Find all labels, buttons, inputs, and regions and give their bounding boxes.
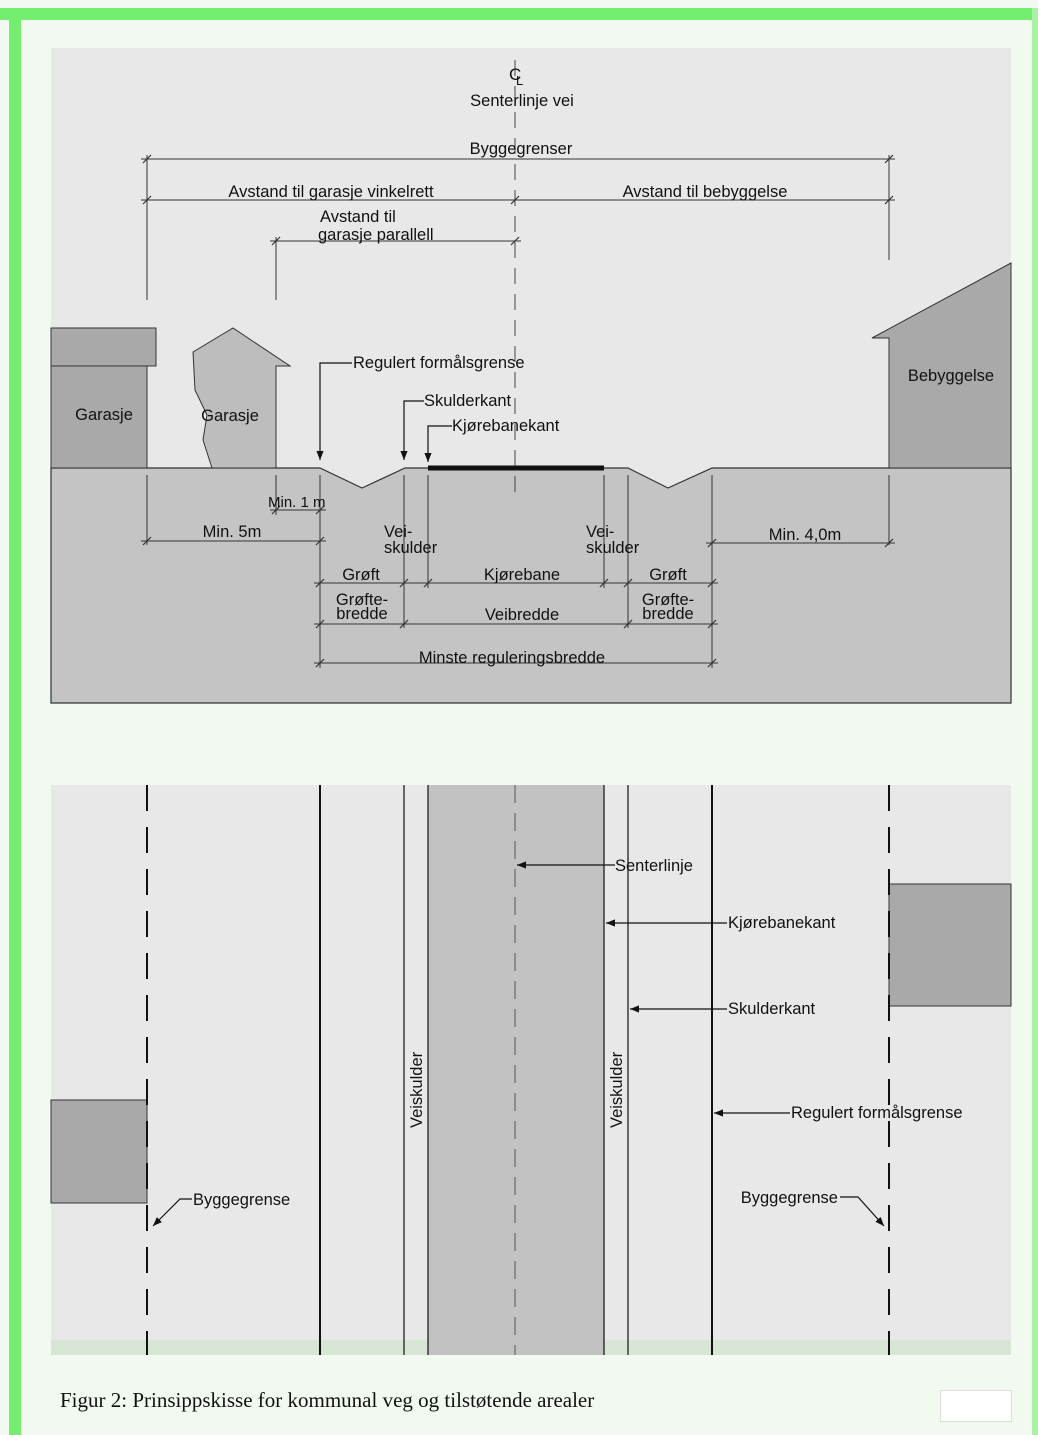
plan-lines [146, 785, 890, 1355]
avstand-parallell-label-1: Avstand til [320, 208, 396, 226]
min-5m-label: Min. 5m [203, 523, 262, 541]
garasje-left-label: Garasje [75, 406, 133, 424]
byggegrenser-label: Byggegrenser [470, 140, 573, 158]
bebyggelse-building [871, 262, 1012, 469]
veibredde-label: Veibredde [485, 606, 559, 624]
leader-kjorebanekant [424, 425, 452, 462]
veiskulder-right-label-2: skulder [586, 539, 640, 557]
green-border-left [9, 8, 21, 1435]
road-diagram: C L Senterlinje vei Byggegrenser Avstand… [50, 48, 1012, 1355]
extension-lines-lower [146, 475, 890, 668]
groftebredde-left-label-1: Grøfte- [336, 591, 388, 609]
plan-regulert-label: Regulert formålsgrense [791, 1104, 963, 1122]
dim-ticks-top [142, 154, 894, 246]
plan-senterlinje-label: Senterlinje [615, 857, 693, 875]
cross-section-panel: C L Senterlinje vei Byggegrenser Avstand… [50, 48, 1012, 704]
veiskulder-left-label-1: Vei- [384, 523, 412, 541]
min-4m-label: Min. 4,0m [769, 526, 841, 544]
plan-carriageway [428, 785, 604, 1355]
plan-veiskulder-right-label: Veiskulder [608, 1051, 626, 1128]
regulert-formalsgrense-label: Regulert formålsgrense [353, 354, 525, 372]
veiskulder-right-label-1: Vei- [586, 523, 614, 541]
bebyggelse-label: Bebyggelse [908, 367, 994, 385]
plan-skulderkant-label: Skulderkant [728, 1000, 816, 1018]
avstand-vinkelrett-label: Avstand til garasje vinkelrett [228, 183, 434, 201]
plan-byggegrense-left-label: Byggegrense [193, 1191, 290, 1209]
garasje-mid-label: Garasje [201, 407, 259, 425]
garage-left-roof [50, 327, 157, 367]
plan-building-right [888, 883, 1012, 1007]
ground-profile [50, 467, 1012, 704]
figure-caption: Figur 2: Prinsippskisse for kommunal veg… [60, 1388, 595, 1412]
dim-lines-lower [141, 509, 895, 664]
centerline-title: Senterlinje vei [470, 92, 574, 110]
plan-veiskulder-left-label: Veiskulder [408, 1051, 426, 1128]
centerline-symbol: C [509, 65, 521, 84]
minste-reguleringsbredde-label: Minste reguleringsbredde [419, 649, 605, 667]
groft-left-label: Grøft [342, 566, 380, 584]
dim-ticks-lower [142, 505, 894, 668]
green-border-right [1032, 8, 1038, 1435]
green-border-top [0, 8, 1038, 20]
min-1m-label: Min. 1 m [268, 494, 326, 511]
groft-right-label: Grøft [649, 566, 687, 584]
leader-plan-byggegrense-right [840, 1196, 885, 1227]
centerline-symbol-sub: L [516, 73, 523, 88]
groftebredde-right-label-2: bredde [642, 605, 693, 623]
plan-byggegrense-right-label: Byggegrense [741, 1189, 838, 1207]
garage-left-wall [50, 365, 148, 469]
kjorebanekant-label: Kjørebanekant [452, 417, 560, 435]
plan-panel: Senterlinje Kjørebanekant Skulderkant Re… [50, 785, 1012, 1355]
avstand-bebyggelse-label: Avstand til bebyggelse [623, 183, 788, 201]
leader-plan-byggegrense-left [152, 1198, 192, 1227]
kjorebane-label: Kjørebane [484, 566, 560, 584]
stamp-logo [940, 1390, 1012, 1422]
garage-middle-shape [192, 327, 292, 469]
plan-kjorebanekant-label: Kjørebanekant [728, 914, 836, 932]
skulderkant-label: Skulderkant [424, 392, 512, 410]
groftebredde-right-label-1: Grøfte- [642, 591, 694, 609]
groftebredde-left-label-2: bredde [336, 605, 387, 623]
veiskulder-left-label-2: skulder [384, 539, 438, 557]
plan-building-left [50, 1099, 148, 1204]
leader-regulert [316, 362, 352, 460]
avstand-parallell-label-2: garasje parallell [318, 226, 434, 244]
leader-skulderkant [400, 400, 424, 460]
